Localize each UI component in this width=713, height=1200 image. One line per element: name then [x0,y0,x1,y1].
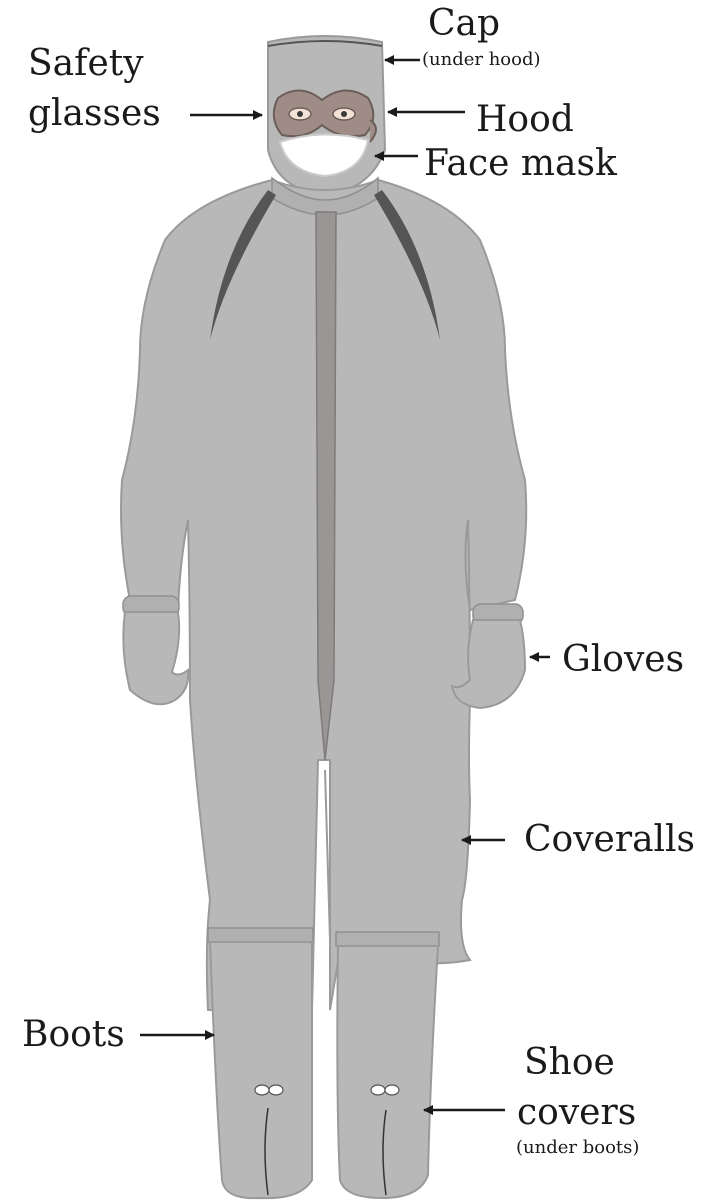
cap-note: (under hood) [422,50,541,70]
face-mask-label: Face mask [424,144,617,184]
left-glove [123,596,188,704]
gloves-label: Gloves [562,640,684,680]
shoe-covers-label-line1: Shoe [524,1043,615,1083]
cap-label: Cap [428,4,500,44]
safety-glasses-label-line1: Safety [28,44,144,84]
right-boot [336,932,439,1198]
left-boot [208,928,313,1198]
shoe-covers-note: (under boots) [516,1138,639,1158]
safety-glasses-label-line2: glasses [28,94,161,134]
coveralls-label: Coveralls [524,820,695,860]
boots-label: Boots [22,1015,125,1055]
shoe-covers-label-line2: covers [517,1093,636,1133]
coveralls-body [121,178,526,1010]
zipper-flap [316,212,336,760]
hood-label: Hood [476,100,574,140]
